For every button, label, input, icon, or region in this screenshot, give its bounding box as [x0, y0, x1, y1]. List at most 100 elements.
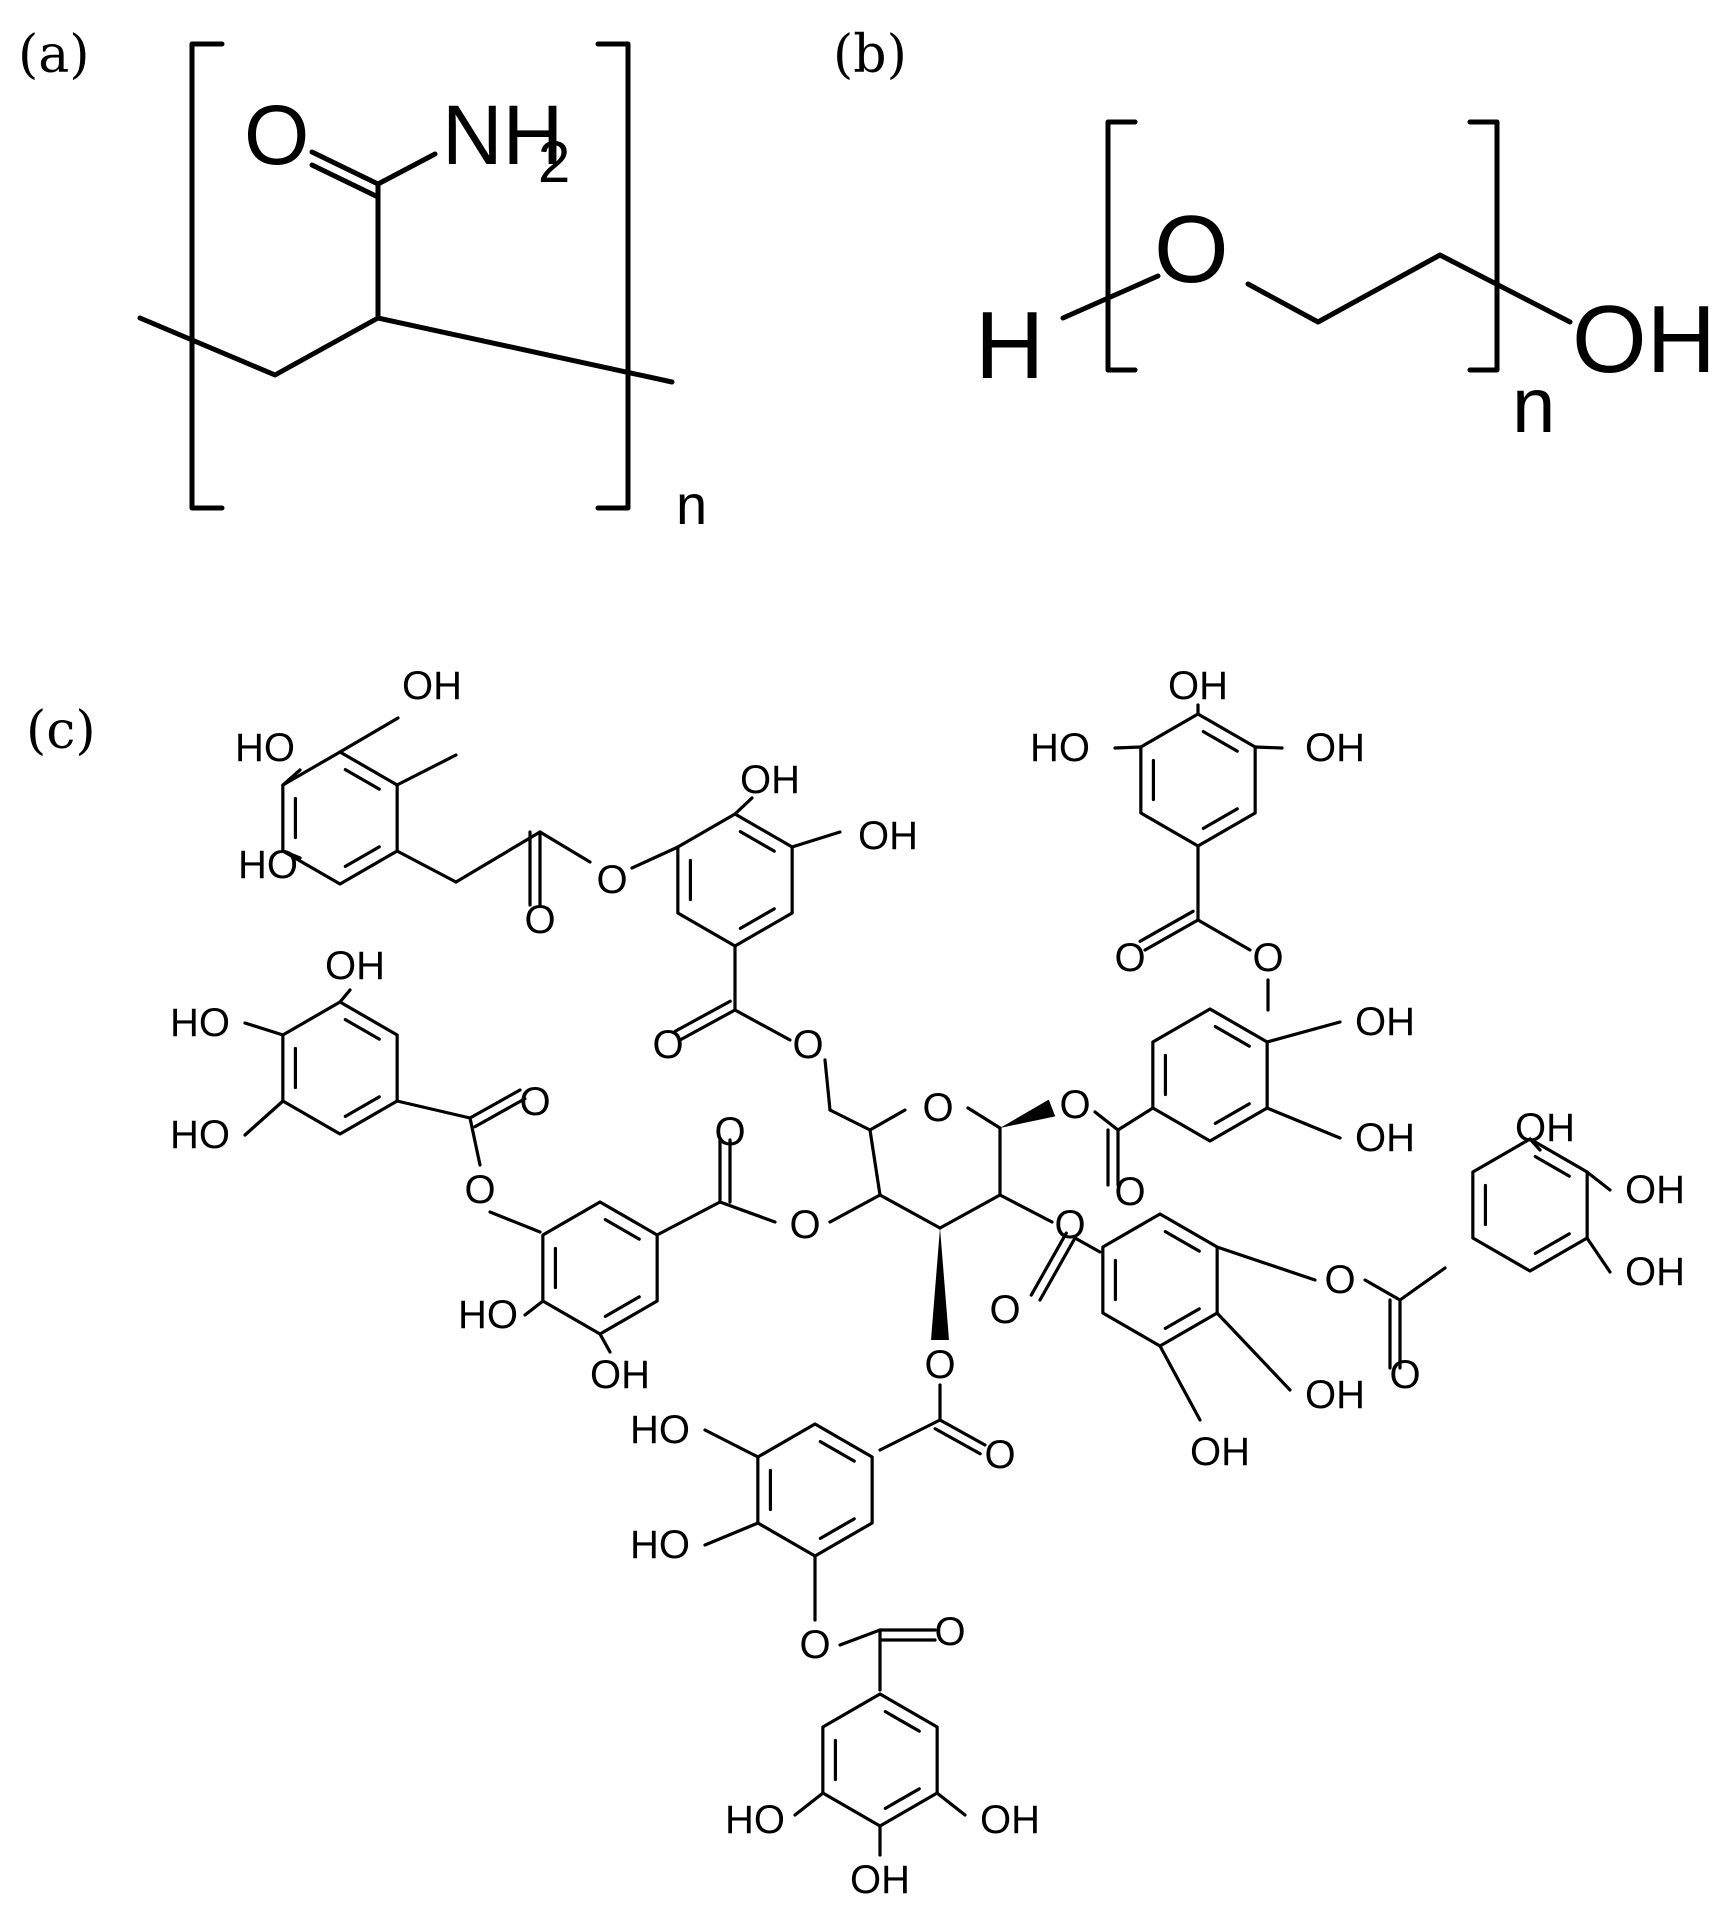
atom-amine-subscript: 2 — [538, 130, 570, 195]
single-bond — [538, 830, 592, 864]
aromatic-double-bond — [343, 845, 381, 868]
panel-b-label: (b) — [833, 25, 907, 85]
single-bond — [243, 1021, 285, 1037]
hydroxyl-label: HO — [170, 1001, 230, 1045]
hydroxyl-label: OH — [325, 944, 385, 988]
single-bond — [790, 830, 842, 849]
repeat-bracket-right — [595, 41, 631, 511]
hydroxyl-label: HO — [630, 1408, 690, 1452]
carbonyl-oxygen-label: O — [1389, 1353, 1420, 1397]
atom-hydroxyl: OH — [1572, 286, 1716, 393]
aromatic-double-bond — [1533, 1155, 1571, 1178]
hydroxyl-label: OH — [1625, 1168, 1685, 1212]
single-bond — [703, 1428, 760, 1459]
double-bond — [678, 1008, 737, 1042]
galloyl-ring — [1101, 1212, 1219, 1348]
aromatic-double-bond — [883, 1787, 921, 1810]
hydroxyl-label: OH — [1625, 1250, 1685, 1294]
ester-oxygen-label: O — [1324, 1258, 1355, 1302]
carbonyl-oxygen-label: O — [1114, 1170, 1145, 1214]
galloyl-ring — [541, 1200, 659, 1336]
single-bond — [1363, 1278, 1402, 1302]
carbonyl-oxygen-label: O — [652, 1023, 683, 1067]
hydroxyl-label: OH — [590, 1353, 650, 1397]
aromatic-double-bond — [883, 1710, 921, 1733]
carbonyl-oxygen-label: O — [989, 1288, 1020, 1332]
aromatic-double-bond — [1213, 1025, 1251, 1048]
wedge-bond — [1000, 1099, 1056, 1128]
aromatic-double-bond — [603, 1295, 641, 1318]
single-bond — [793, 1791, 825, 1817]
ester-oxygen-label: O — [789, 1203, 820, 1247]
atom-amine: NH — [442, 88, 563, 182]
aromatic-double-bond — [1163, 1230, 1201, 1253]
carbonyl-bond-1 — [309, 149, 381, 187]
single-bond — [468, 1116, 482, 1167]
aromatic-double-bond — [738, 830, 776, 853]
ester-oxygen-label: O — [1054, 1203, 1085, 1247]
hydroxyl-label: OH — [1305, 1373, 1365, 1417]
repeat-bracket-right — [1467, 119, 1500, 373]
ester-oxygen-label: O — [799, 1623, 830, 1667]
single-bond — [1528, 1137, 1542, 1152]
galloyl-ring — [1471, 1137, 1589, 1273]
single-bond — [703, 1521, 760, 1547]
panel-a-label: (a) — [18, 25, 90, 85]
single-bond — [1093, 1110, 1120, 1132]
hydroxyl-label: HO — [458, 1293, 518, 1337]
single-bond — [1215, 1311, 1292, 1392]
single-bond — [655, 1200, 722, 1237]
double-bond — [673, 999, 732, 1033]
carbonyl-oxygen-label: O — [1114, 936, 1145, 980]
panel-b: (b) H O OH n — [833, 25, 1716, 449]
anomeric-oxygen-label: O — [1059, 1083, 1090, 1127]
carbonyl-oxygen-label: O — [934, 1610, 965, 1654]
single-bond — [1073, 1236, 1102, 1254]
carbonyl-oxygen-label: O — [984, 1433, 1015, 1477]
aromatic-double-bond — [1533, 1232, 1571, 1255]
single-bond — [338, 988, 352, 1004]
hydroxyl-label: HO — [235, 726, 295, 770]
double-bond — [1029, 1231, 1068, 1297]
single-bond — [878, 1193, 942, 1230]
atom-oxygen: O — [244, 88, 309, 182]
panel-a: (a) O NH 2 n — [18, 25, 707, 536]
hydroxyl-label: OH — [850, 1858, 910, 1902]
hydroxyl-label: OH — [1190, 1430, 1250, 1474]
hydroxyl-label: OH — [1515, 1106, 1575, 1150]
single-bond — [823, 1058, 832, 1112]
double-bond — [468, 1088, 522, 1120]
single-bond — [1585, 1170, 1612, 1192]
single-bond — [733, 1008, 792, 1042]
carbonyl-oxygen-label: O — [519, 1080, 550, 1124]
hydroxyl-label: OH — [980, 1798, 1040, 1842]
hydroxyl-label: OH — [1355, 1000, 1415, 1044]
single-bond — [935, 1791, 967, 1817]
aromatic-double-bond — [738, 907, 776, 930]
single-bond — [1113, 745, 1143, 750]
single-bond — [868, 1108, 907, 1132]
double-bond — [933, 1427, 982, 1456]
galloyl-ring — [281, 1000, 399, 1136]
hydroxyl-label: OH — [1168, 664, 1228, 708]
hydroxyl-label: OH — [1355, 1116, 1415, 1160]
single-bond — [523, 1299, 545, 1317]
hydroxyl-label: OH — [740, 758, 800, 802]
hydroxyl-label: HO — [170, 1113, 230, 1157]
atom-hydrogen: H — [975, 292, 1044, 399]
single-bond — [598, 1332, 612, 1354]
single-bond — [1215, 1245, 1317, 1282]
aromatic-double-bond — [343, 768, 381, 791]
ester-oxygen-label: O — [1252, 936, 1283, 980]
single-bond — [878, 1418, 942, 1452]
ester-oxygen-label: O — [792, 1023, 823, 1067]
double-bond — [1138, 909, 1195, 943]
single-bond — [281, 768, 302, 787]
single-bond — [488, 1210, 542, 1234]
hydroxyl-label: HO — [725, 1798, 785, 1842]
carbonyl-oxygen-label: O — [714, 1110, 745, 1154]
single-bond — [828, 1193, 882, 1224]
